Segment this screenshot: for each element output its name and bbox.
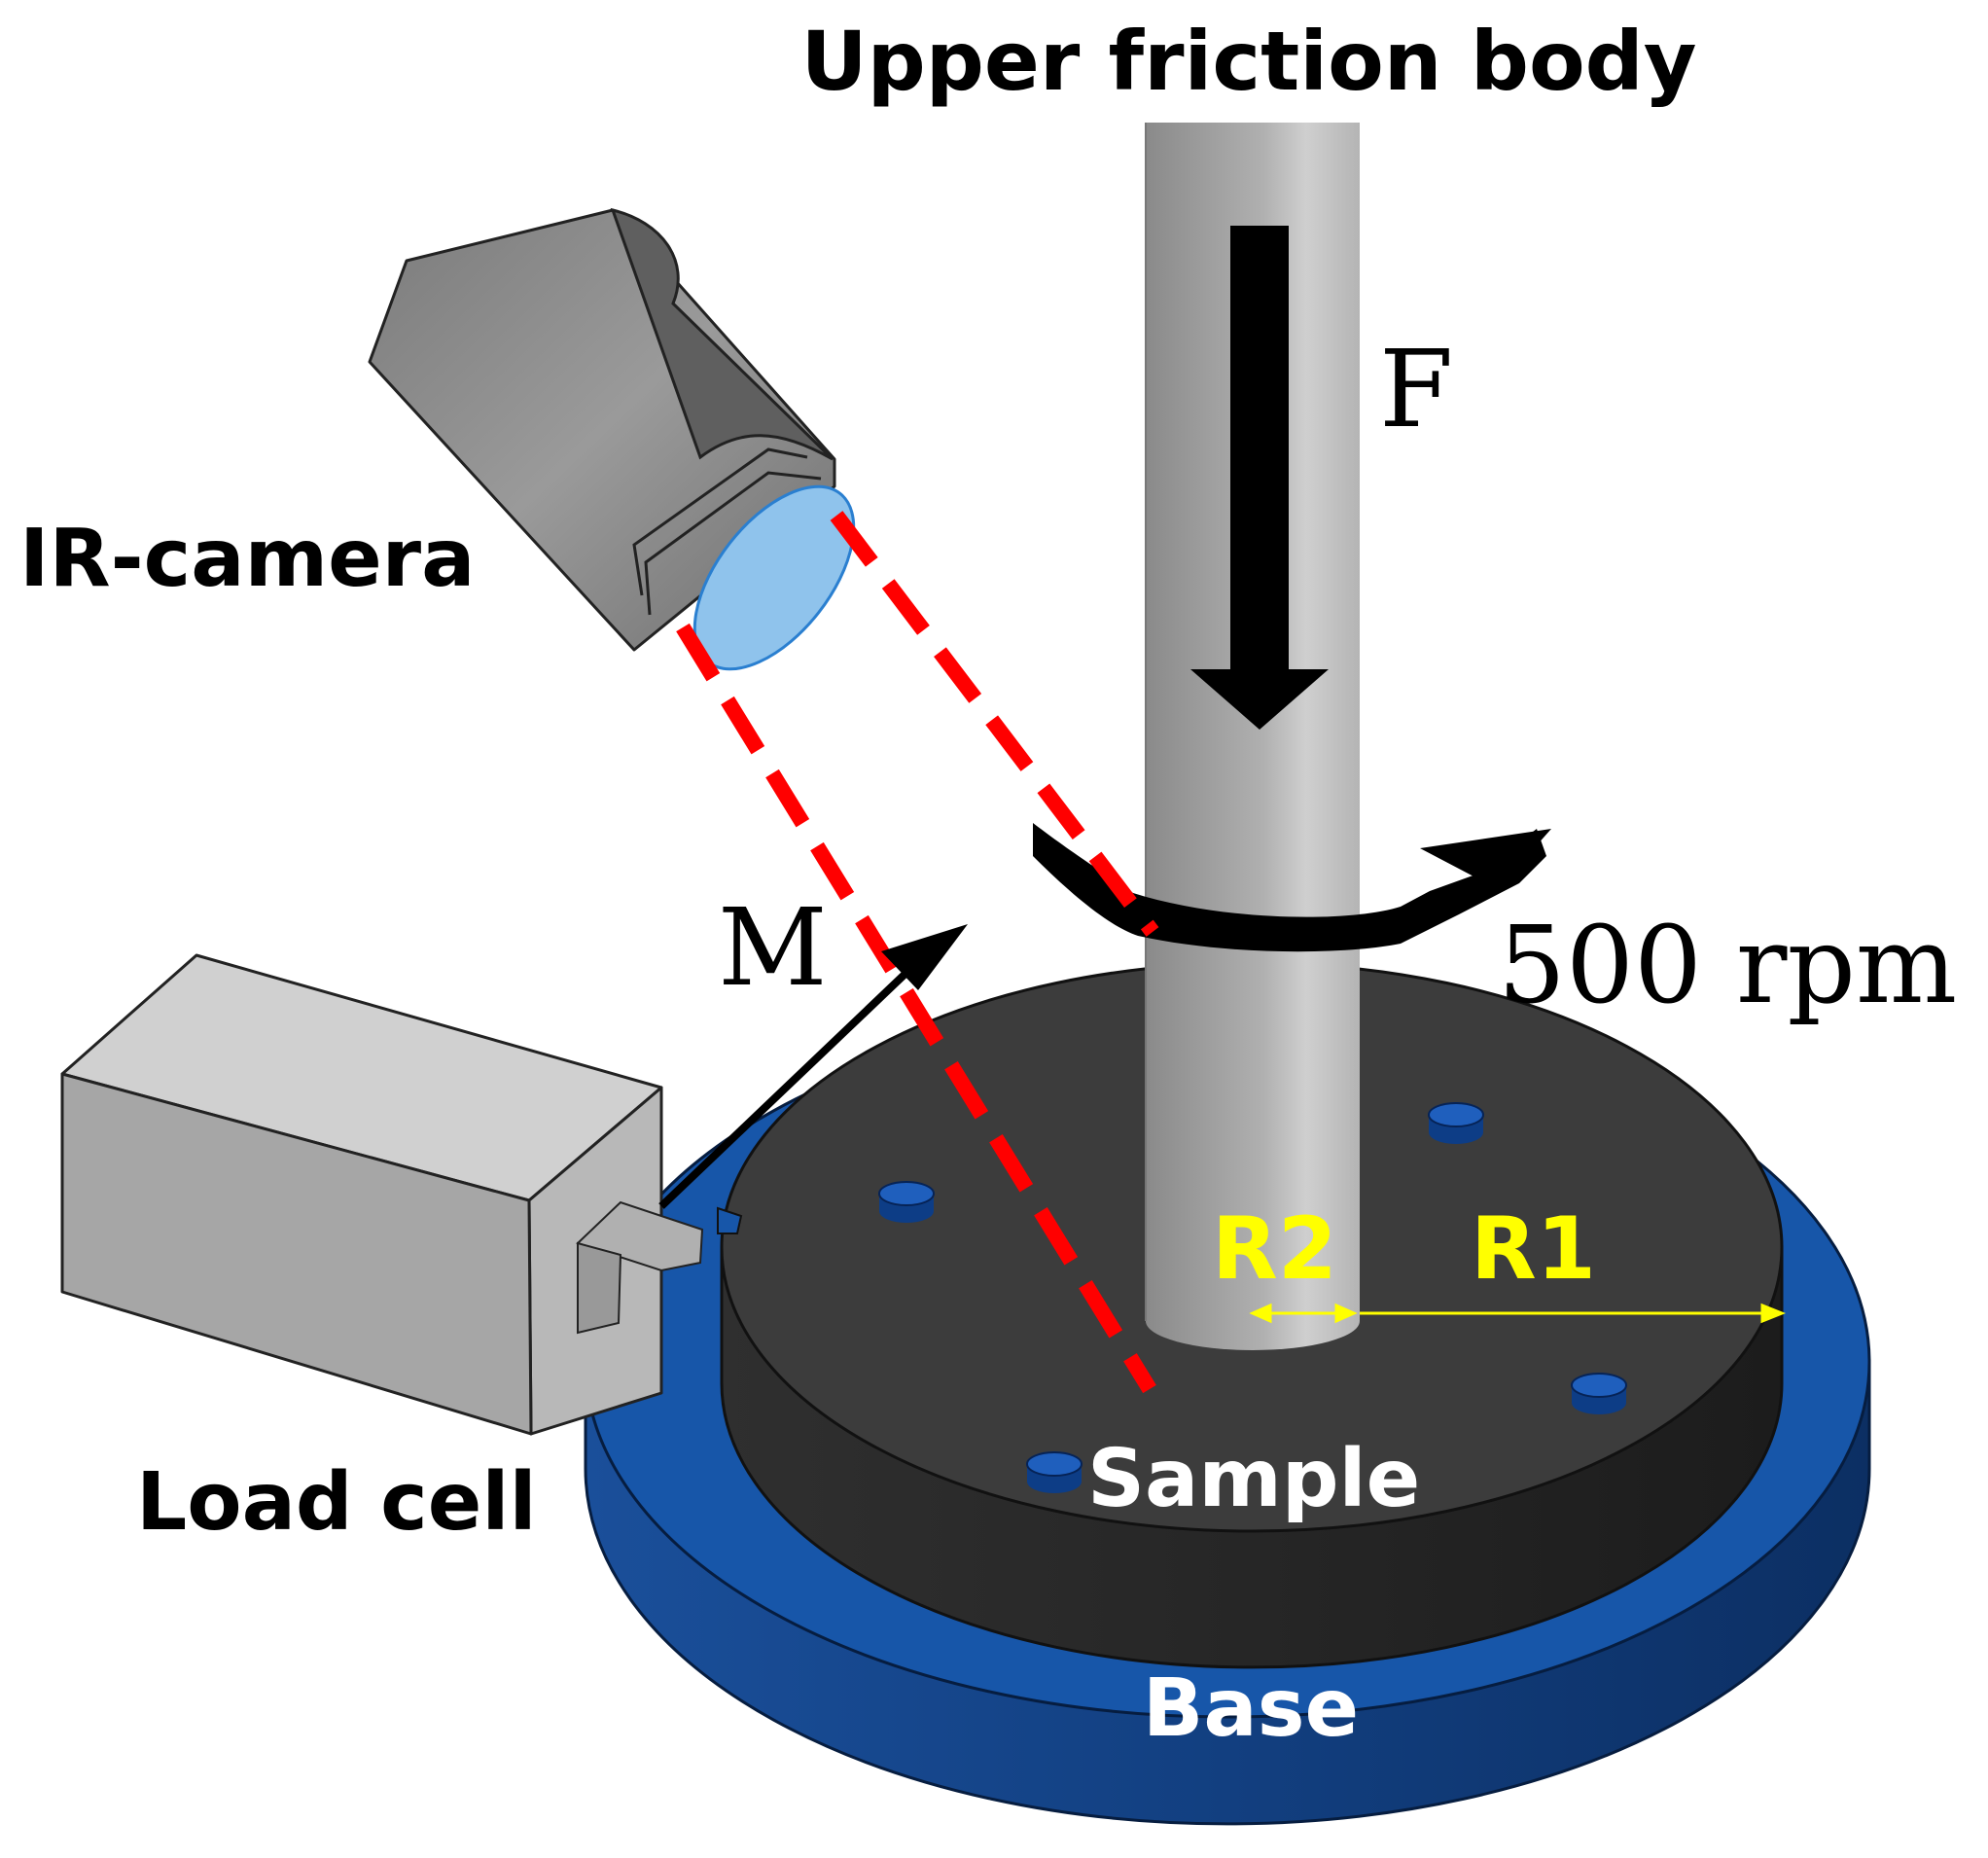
sample-label: Sample: [1087, 1433, 1420, 1525]
ir-view-lines: [676, 511, 1159, 1394]
pin: [1571, 1373, 1627, 1414]
force-label: F: [1379, 327, 1453, 451]
pin: [1428, 1102, 1484, 1144]
speed-label: 500 rpm: [1498, 903, 1957, 1027]
pin: [878, 1181, 935, 1223]
load-cell-device: [60, 953, 704, 1436]
pin: [1026, 1451, 1083, 1493]
moment-label: M: [718, 885, 828, 1010]
force-arrow: [1190, 226, 1329, 730]
base-label: Base: [1143, 1662, 1359, 1755]
r2-label: R2: [1212, 1198, 1337, 1299]
moment-arrow: [658, 924, 968, 1209]
r1-label: R1: [1471, 1198, 1596, 1299]
load-cell-label: Load cell: [136, 1456, 537, 1549]
ir-camera-label: IR-camera: [19, 513, 475, 605]
rotation-arrow: [1033, 823, 1546, 952]
sample-pins: [878, 1102, 1627, 1493]
upper-friction-body-shaft: [1145, 123, 1360, 1350]
rotation-arrow-head: [1420, 829, 1551, 889]
radius-lines: [1249, 1303, 1787, 1324]
upper-friction-body-label: Upper friction body: [800, 14, 1696, 109]
ir-camera-device: [368, 207, 856, 671]
